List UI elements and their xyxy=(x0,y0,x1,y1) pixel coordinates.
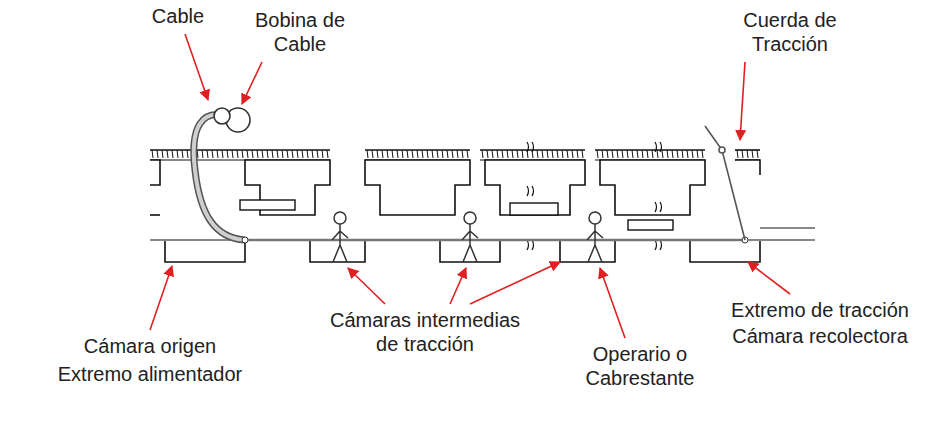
part-label: Cámaras intermedias de tracción xyxy=(325,308,525,356)
ground-surface xyxy=(150,150,760,160)
part-label: Operario o Cabrestante xyxy=(578,342,703,390)
cable-reel xyxy=(214,108,250,132)
part-label: Cámara origen xyxy=(40,334,260,358)
part-label: Bobina de Cable xyxy=(245,8,355,56)
cable xyxy=(194,115,748,243)
pulling-rope xyxy=(705,126,745,240)
operators xyxy=(332,212,603,262)
part-label: Cámara recolectora xyxy=(710,324,930,348)
part-label: Extremo alimentador xyxy=(40,362,260,386)
part-label: Cable xyxy=(133,4,223,28)
duct xyxy=(150,228,815,240)
soil-blocks xyxy=(150,160,760,215)
duct-sections xyxy=(240,200,673,230)
part-label: Cuerda de Tracción xyxy=(725,8,855,56)
part-label: Extremo de tracción xyxy=(710,298,930,322)
leader-arrows xyxy=(150,34,790,338)
